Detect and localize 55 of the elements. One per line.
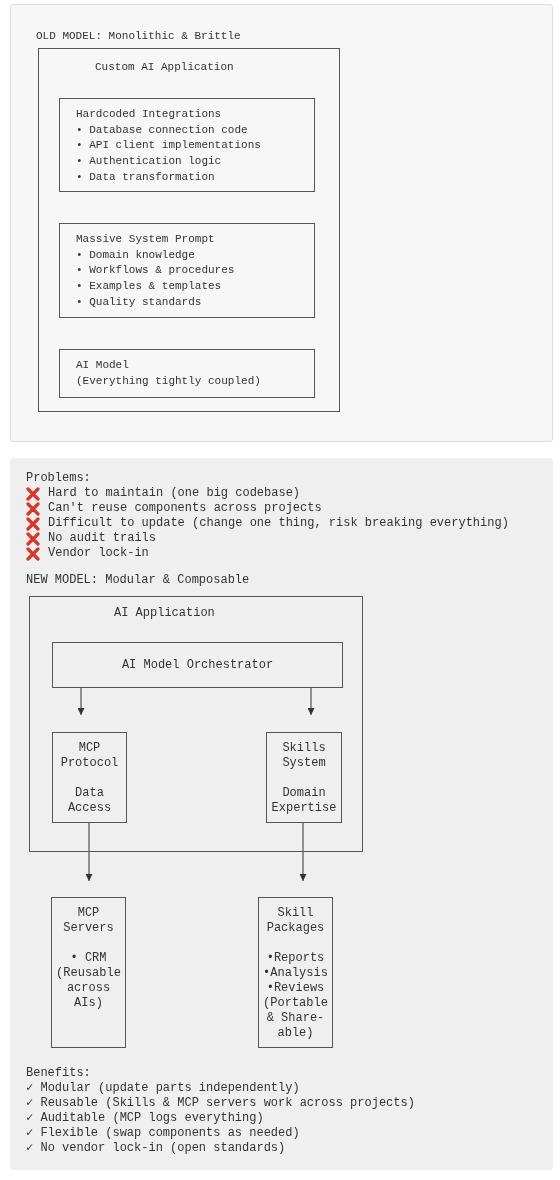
box-text: •Analysis	[263, 966, 328, 981]
box-text: Domain Expertise	[270, 786, 338, 816]
list-heading: Problems:	[26, 471, 92, 486]
problem-item: Can't reuse components across projects	[48, 501, 322, 516]
problem-item: Hard to maintain (one big codebase)	[48, 486, 301, 501]
bullet-item: • Authentication logic	[76, 154, 223, 170]
section-heading: NEW MODEL: Modular & Composable	[26, 573, 251, 588]
benefit-item: ✓ Modular (update parts independently)	[26, 1081, 301, 1096]
bullet-item: • API client implementations	[76, 138, 261, 154]
box-heading: MCP Protocol	[59, 741, 120, 771]
bullet-item: • Workflows & procedures	[76, 263, 235, 279]
application-box	[38, 48, 340, 412]
box-text: (Reusable across AIs)	[55, 966, 122, 1011]
bullet-item: • Quality standards	[76, 294, 203, 310]
benefit-item: ✓ Flexible (swap components as needed)	[26, 1126, 301, 1141]
section-heading: OLD MODEL: Monolithic & Brittle	[36, 29, 241, 44]
component-box	[266, 732, 342, 823]
box-text: Data Access	[66, 786, 113, 816]
problem-item: Difficult to update (change one thing, risk breaking everything)	[48, 516, 509, 531]
arrow	[307, 686, 315, 716]
arrow	[85, 821, 93, 882]
benefit-item: ✓ Reusable (Skills & MCP servers work across projects)	[26, 1096, 415, 1111]
box-text: • CRM	[70, 951, 107, 966]
component-box	[52, 732, 127, 823]
benefit-item: ✓ No vendor lock-in (open standards)	[26, 1141, 287, 1156]
box-text: (Portable & Share-able)	[262, 996, 329, 1041]
box-heading: Skill Packages	[265, 906, 326, 936]
box-text: •Reviews	[266, 981, 325, 996]
model-box	[52, 642, 343, 688]
package-box	[51, 897, 126, 1048]
problem-item: No audit trails	[48, 531, 157, 546]
box-heading: Massive System Prompt	[76, 232, 216, 247]
box-heading: MCP Servers	[62, 906, 115, 936]
component-box	[59, 223, 315, 318]
component-box	[59, 98, 315, 192]
bullet-item: (Everything tightly coupled)	[76, 373, 261, 389]
box-text: •Reports	[266, 951, 325, 966]
box-heading: Hardcoded Integrations	[76, 107, 223, 122]
application-box	[29, 596, 363, 852]
bullet-item: • Database connection code	[76, 122, 249, 138]
bullet-item: • Examples & templates	[76, 279, 223, 295]
package-box	[258, 897, 333, 1048]
arrow	[77, 686, 85, 716]
box-label: AI Model Orchestrator	[121, 657, 274, 673]
list-heading: Benefits:	[26, 1066, 92, 1081]
box-heading: AI Model	[76, 358, 130, 373]
component-box	[59, 349, 315, 398]
box-title: AI Application	[114, 605, 215, 622]
problem-item: Vendor lock-in	[48, 546, 149, 561]
arrow	[299, 821, 307, 882]
box-heading: Skills System	[281, 741, 327, 771]
bullet-item: • Domain knowledge	[76, 247, 196, 263]
box-title: Custom AI Application	[95, 60, 234, 75]
bullet-item: • Data transformation	[76, 169, 216, 185]
benefit-item: ✓ Auditable (MCP logs everything)	[26, 1111, 265, 1126]
